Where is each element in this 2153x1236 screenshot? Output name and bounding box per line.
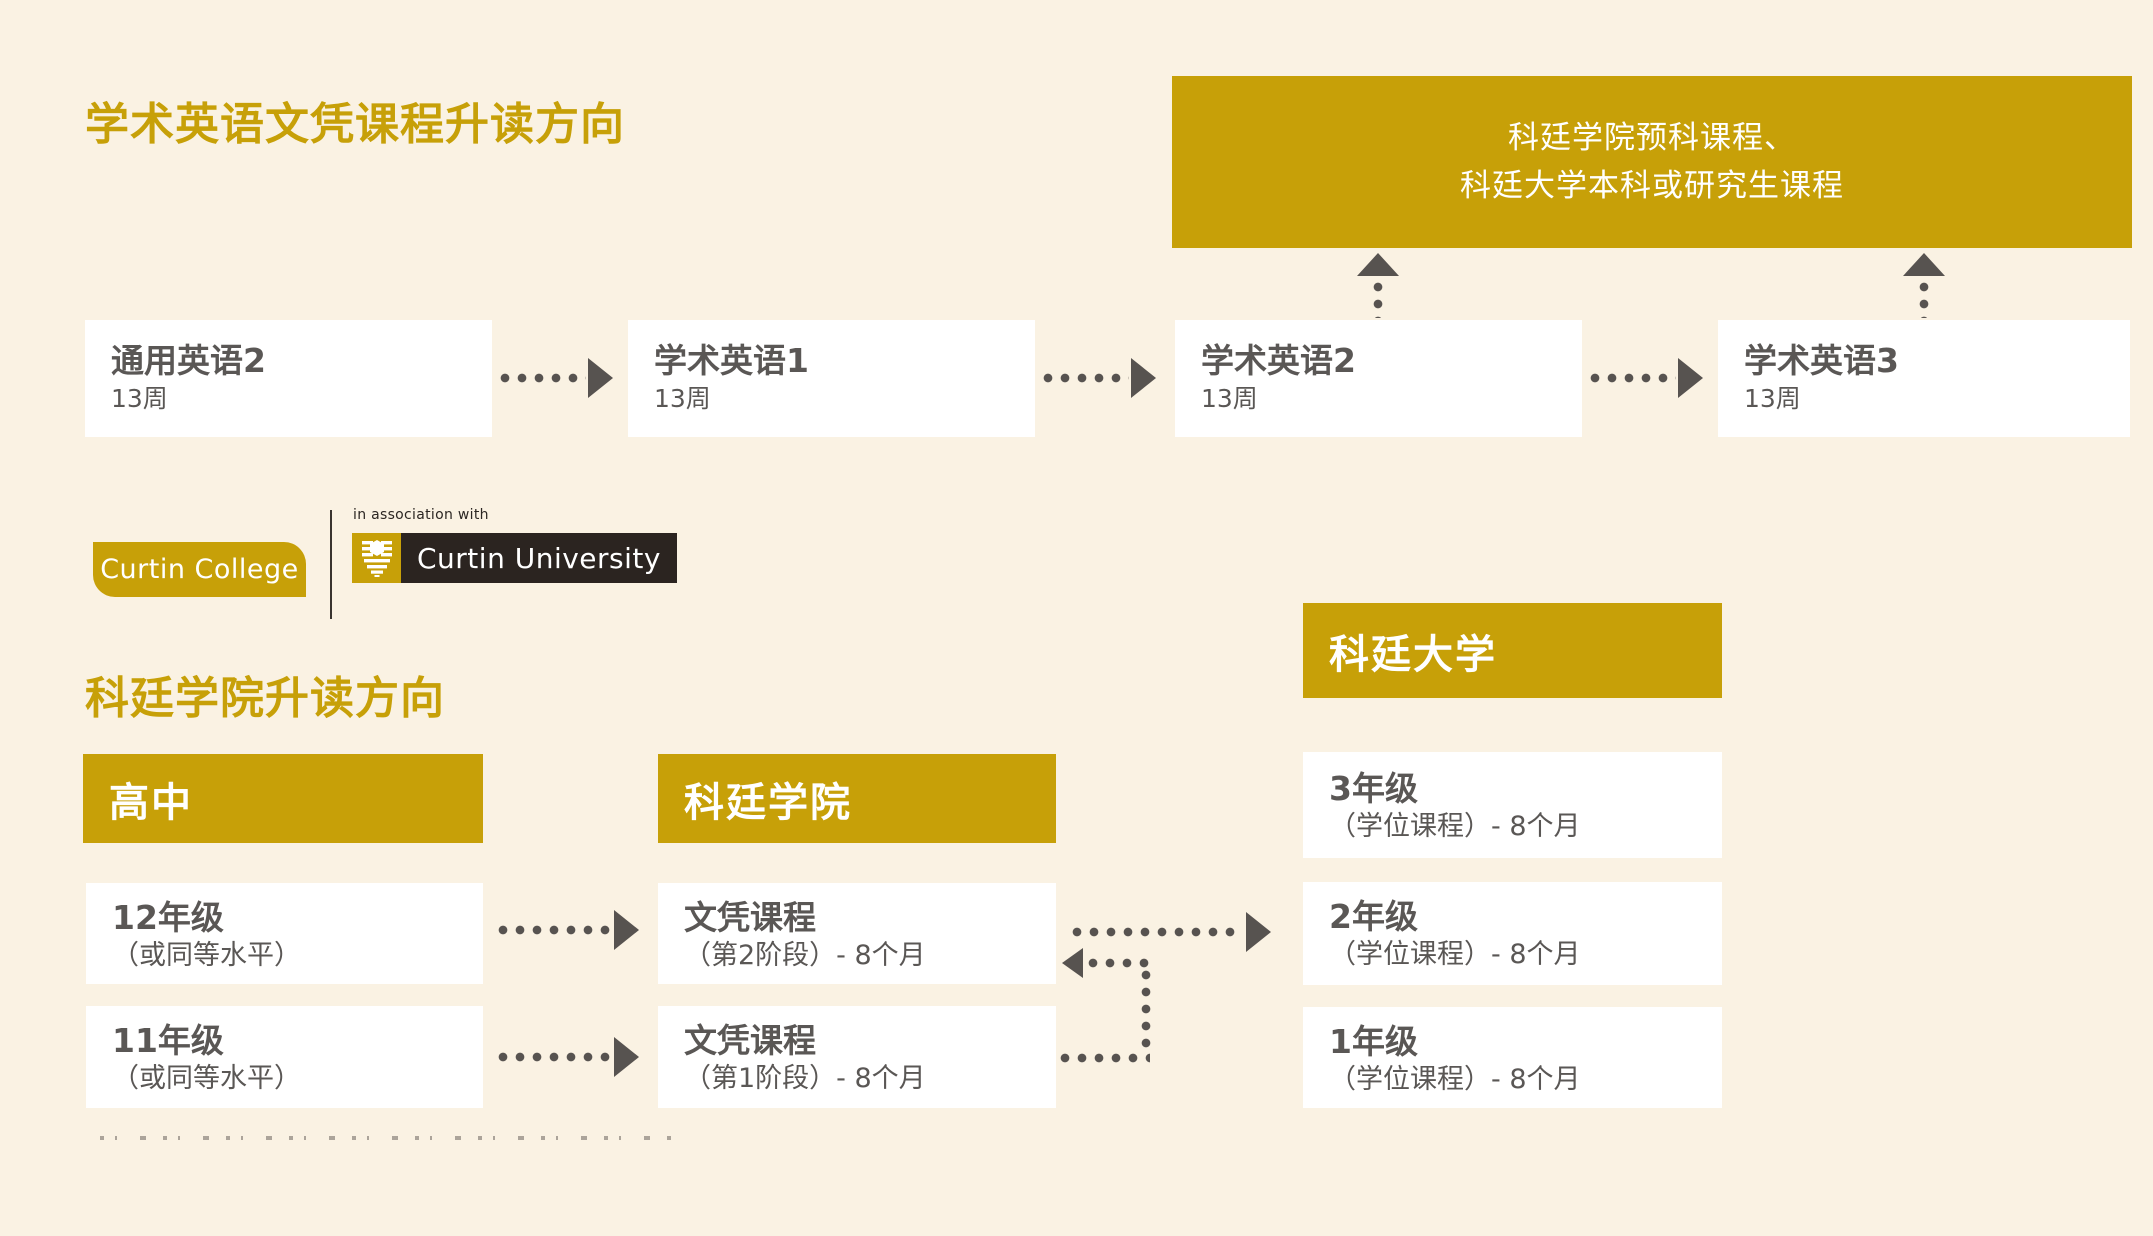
box-subtitle: （或同等水平） [112,1063,301,1095]
box-year-2: 2年级 （学位课程）- 8个月 [1303,882,1722,985]
column-header-curtin-college: 科廷学院 [658,754,1056,843]
section-english-title: 学术英语文凭课程升读方向 [85,99,625,150]
course-name: 学术英语1 [654,341,809,380]
column-header-curtin-university: 科廷大学 [1303,603,1722,698]
course-duration: 13周 [1201,384,1258,414]
destination-line1: 科廷学院预科课程、 [1508,119,1796,156]
destination-box: 科廷学院预科课程、 科廷大学本科或研究生课程 [1172,76,2132,248]
box-subtitle: （学位课程）- 8个月 [1329,939,1581,971]
box-subtitle: （或同等水平） [112,940,301,972]
course-box-general-english-2: 通用英语2 13周 [85,320,492,437]
box-year-12: 12年级 （或同等水平） [86,883,483,984]
box-subtitle: （第1阶段）- 8个月 [684,1063,926,1095]
course-box-academic-english-3: 学术英语3 13周 [1718,320,2130,437]
box-diploma-stage-2: 文凭课程 （第2阶段）- 8个月 [658,883,1056,984]
box-subtitle: （学位课程）- 8个月 [1329,811,1581,843]
course-box-academic-english-2: 学术英语2 13周 [1175,320,1582,437]
box-year-3: 3年级 （学位课程）- 8个月 [1303,752,1722,858]
association-text: in association with [353,507,489,523]
destination-line2: 科廷大学本科或研究生课程 [1460,168,1844,204]
box-title: 11年级 [112,1021,224,1060]
box-title: 2年级 [1329,897,1418,936]
curtin-college-logo: Curtin College [93,542,306,597]
box-subtitle: （学位课程）- 8个月 [1329,1064,1581,1096]
box-year-11: 11年级 （或同等水平） [86,1006,483,1108]
logo-divider [330,510,332,619]
box-subtitle: （第2阶段）- 8个月 [684,940,926,972]
box-diploma-stage-1: 文凭课程 （第1阶段）- 8个月 [658,1006,1056,1108]
course-duration: 13周 [111,384,168,414]
column-header-high-school: 高中 [83,754,483,843]
course-duration: 13周 [1744,384,1801,414]
course-name: 学术英语2 [1201,341,1356,380]
curtin-shield-icon [352,533,401,583]
clipped-footnote-remnant [100,1136,680,1140]
box-title: 文凭课程 [684,898,816,937]
course-box-academic-english-1: 学术英语1 13周 [628,320,1035,437]
box-title: 12年级 [112,898,224,937]
section-college-title: 科廷学院升读方向 [85,673,445,724]
course-name: 学术英语3 [1744,341,1899,380]
box-title: 3年级 [1329,769,1418,808]
box-title: 文凭课程 [684,1021,816,1060]
box-title: 1年级 [1329,1022,1418,1061]
curtin-university-name: Curtin University [401,533,677,583]
curtin-university-logo: Curtin University [352,533,677,583]
course-name: 通用英语2 [111,341,266,380]
box-year-1: 1年级 （学位课程）- 8个月 [1303,1007,1722,1108]
course-duration: 13周 [654,384,711,414]
